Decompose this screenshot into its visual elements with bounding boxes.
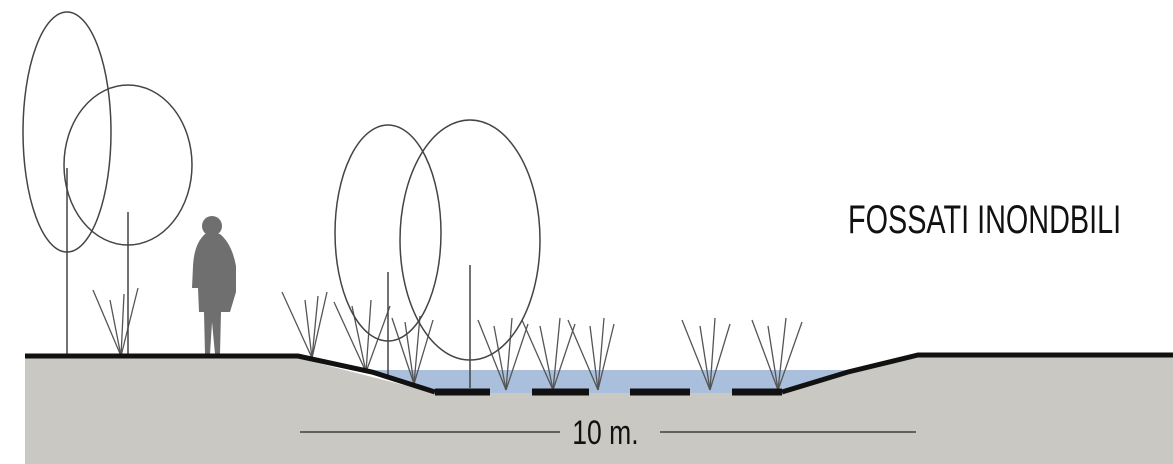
grass-tuft (333, 299, 391, 373)
grass-tuft (477, 317, 529, 391)
grass-tuft (521, 317, 576, 391)
grass-tuft (681, 317, 731, 391)
trees (22, 11, 541, 388)
grass-tuft (391, 315, 434, 385)
grass-tuft (281, 291, 328, 359)
grass-tufts (92, 287, 803, 391)
grass-tuft (751, 317, 803, 391)
tree-left-front (63, 84, 193, 356)
tree-center-back (334, 124, 442, 376)
tree-center-front (399, 119, 541, 388)
grass-tuft (92, 287, 139, 357)
dimension-label: 10 m. (566, 416, 645, 450)
diagram-title: FOSSATI INONDBILI (848, 198, 1122, 242)
water-surface (372, 370, 848, 393)
ground-fill (25, 355, 1173, 464)
grass-tuft (567, 317, 615, 391)
tree-left-back (22, 11, 112, 356)
ground-profile (25, 352, 1173, 396)
person-silhouette (192, 216, 236, 354)
